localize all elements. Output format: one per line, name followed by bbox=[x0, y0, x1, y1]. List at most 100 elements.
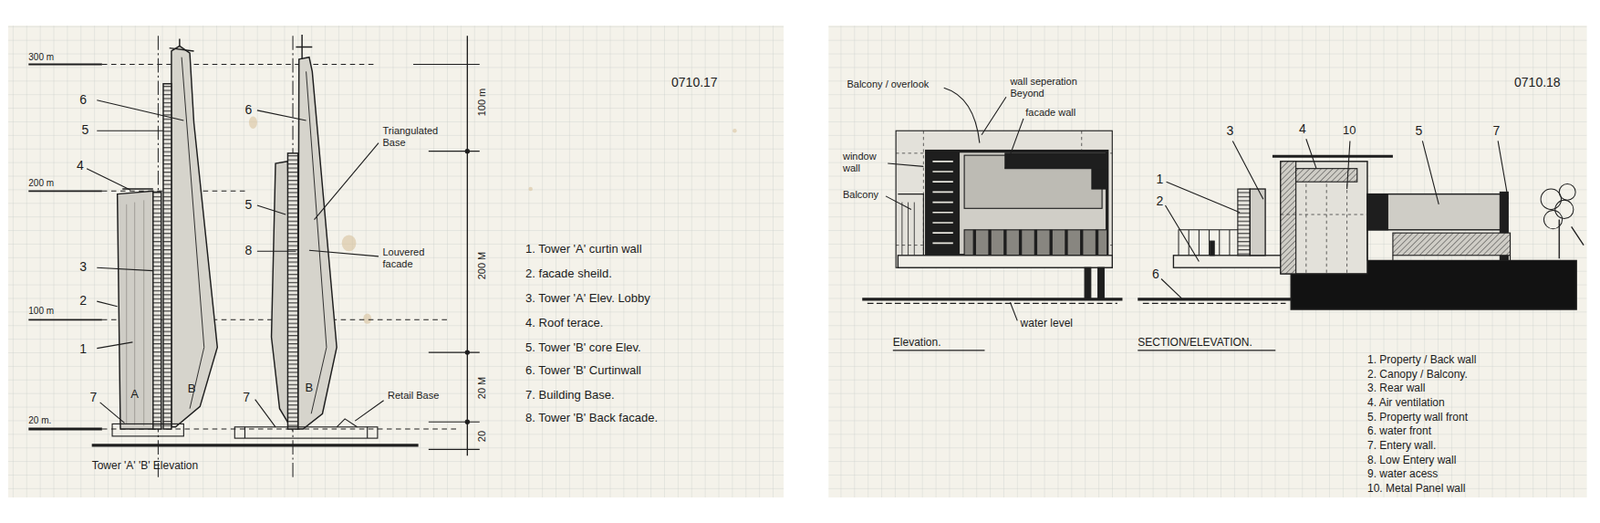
level-mark: 100 m bbox=[28, 306, 54, 318]
key-item: 6. water front bbox=[1367, 425, 1432, 438]
house-elevation-part bbox=[964, 229, 1108, 256]
callout-number: 7 bbox=[242, 389, 250, 405]
callout-number: 5 bbox=[81, 122, 89, 137]
house-elevation-part bbox=[895, 130, 1112, 268]
graph-paper bbox=[8, 25, 1588, 498]
house-section bbox=[1137, 155, 1577, 310]
house-elevation-part bbox=[862, 297, 1123, 301]
level-mark: 300 m bbox=[28, 51, 54, 63]
house-section-part bbox=[1137, 297, 1291, 301]
key-item: 3. Rear wall bbox=[1367, 382, 1425, 395]
tower-b-elevation-part bbox=[298, 57, 338, 429]
key-item: 7. Entery wall. bbox=[1367, 439, 1436, 453]
house-section-part bbox=[1272, 155, 1393, 158]
tower-a-part bbox=[117, 190, 156, 429]
key-item: 8. Tower 'B' Back facade. bbox=[525, 410, 658, 425]
house-elevation-part bbox=[897, 194, 924, 256]
callout-number: 2 bbox=[79, 292, 87, 308]
building-base-part bbox=[112, 423, 184, 436]
callout-number: 1 bbox=[1155, 171, 1164, 187]
paper-stain-part bbox=[342, 234, 357, 251]
key-item: 5. Property wall front bbox=[1367, 411, 1468, 425]
tree-sketch-part bbox=[1558, 219, 1584, 260]
note-label: Retail Base bbox=[387, 389, 439, 402]
tree-sketch bbox=[1540, 183, 1584, 259]
callout-number: 2 bbox=[1155, 193, 1164, 208]
house-elevation-part bbox=[926, 151, 1108, 256]
dimension-line-part bbox=[465, 419, 469, 424]
note-label: window wall bbox=[842, 150, 884, 174]
house-section-part bbox=[1210, 240, 1215, 256]
tower-a-part bbox=[126, 199, 145, 426]
tower-b-elevation-part bbox=[295, 34, 312, 60]
tower-b-part bbox=[171, 45, 218, 426]
house-section-part bbox=[1280, 161, 1368, 274]
callout-number: 5 bbox=[1415, 123, 1424, 138]
note-label: Triangulated Base bbox=[382, 124, 456, 148]
drawing-title: Tower 'A' 'B' Elevation bbox=[92, 460, 199, 474]
key-item: 4. Air ventilation bbox=[1367, 396, 1445, 410]
paper-stain-part bbox=[363, 313, 372, 324]
dimension-text: 20 M bbox=[476, 376, 489, 399]
key-item: 6. Tower 'B' Curtinwall bbox=[525, 363, 642, 378]
building-base bbox=[92, 418, 419, 446]
house-elevation-part bbox=[1091, 168, 1108, 189]
axis-line-part bbox=[157, 35, 293, 480]
axis-line bbox=[157, 35, 293, 480]
key-item: 7. Building Base. bbox=[525, 388, 615, 403]
note-label: wall seperation Beyond bbox=[1009, 76, 1097, 100]
key-item: 8. Low Entery wall bbox=[1367, 454, 1456, 468]
house-section-part bbox=[1237, 188, 1250, 256]
level-line-part bbox=[28, 427, 103, 431]
leader-line-part bbox=[885, 87, 1024, 321]
callout-number: 7 bbox=[1493, 123, 1501, 138]
building-base-part bbox=[92, 443, 419, 447]
level-line-part bbox=[102, 64, 460, 430]
house-section-part bbox=[1280, 161, 1297, 274]
leader-line-part bbox=[255, 110, 307, 427]
house-elevation-part bbox=[897, 255, 1112, 268]
house-section-part bbox=[1392, 232, 1511, 256]
house-elevation-part bbox=[1084, 267, 1091, 300]
leader-line bbox=[885, 87, 1508, 351]
callout-number: 6 bbox=[1152, 266, 1160, 281]
house-elevation-part bbox=[1005, 153, 1108, 169]
sheet-number: 0710.18 bbox=[1514, 73, 1561, 89]
key-item: 4. Roof terace. bbox=[525, 315, 603, 330]
paper-stain-part bbox=[732, 128, 737, 133]
tower-letter: B bbox=[187, 382, 197, 396]
tower-a bbox=[117, 188, 162, 429]
callout-number: 8 bbox=[244, 242, 252, 258]
house-elevation-part bbox=[1098, 267, 1105, 300]
leader-line-part bbox=[86, 100, 184, 424]
key-item: 1. Tower 'A' curtin wall bbox=[525, 242, 643, 257]
note-label: water level bbox=[1020, 317, 1073, 331]
key-item: 1. Property / Back wall bbox=[1367, 353, 1476, 367]
level-mark: 200 m bbox=[28, 178, 54, 190]
house-elevation-part bbox=[932, 161, 953, 244]
level-line bbox=[28, 64, 459, 430]
house-section-part bbox=[1367, 194, 1506, 230]
house-elevation-part bbox=[895, 130, 1112, 268]
tree-sketch-part bbox=[1555, 199, 1574, 219]
tower-b-elevation-part bbox=[287, 153, 298, 429]
leader-line-part bbox=[893, 349, 1276, 351]
house-elevation-part bbox=[926, 151, 960, 256]
callout-number: 7 bbox=[89, 389, 97, 405]
dimension-text: 200 M bbox=[476, 251, 489, 281]
dimension-line-part bbox=[465, 149, 469, 154]
house-elevation-part bbox=[867, 302, 1118, 304]
leader-line-part bbox=[1161, 138, 1508, 299]
house-elevation bbox=[862, 130, 1123, 303]
tower-b-part bbox=[181, 57, 205, 409]
tree-sketch-part bbox=[1558, 183, 1576, 200]
tower-b bbox=[163, 39, 218, 430]
callout-number: 6 bbox=[79, 92, 87, 107]
tree-sketch-part bbox=[1540, 188, 1561, 209]
level-mark: 20 m. bbox=[28, 415, 52, 426]
key-item: 10. Metal Panel wall bbox=[1367, 482, 1465, 496]
tower-letter: A bbox=[130, 387, 139, 402]
leader-line-part bbox=[309, 143, 385, 421]
note-label: facade wall bbox=[1025, 106, 1076, 119]
